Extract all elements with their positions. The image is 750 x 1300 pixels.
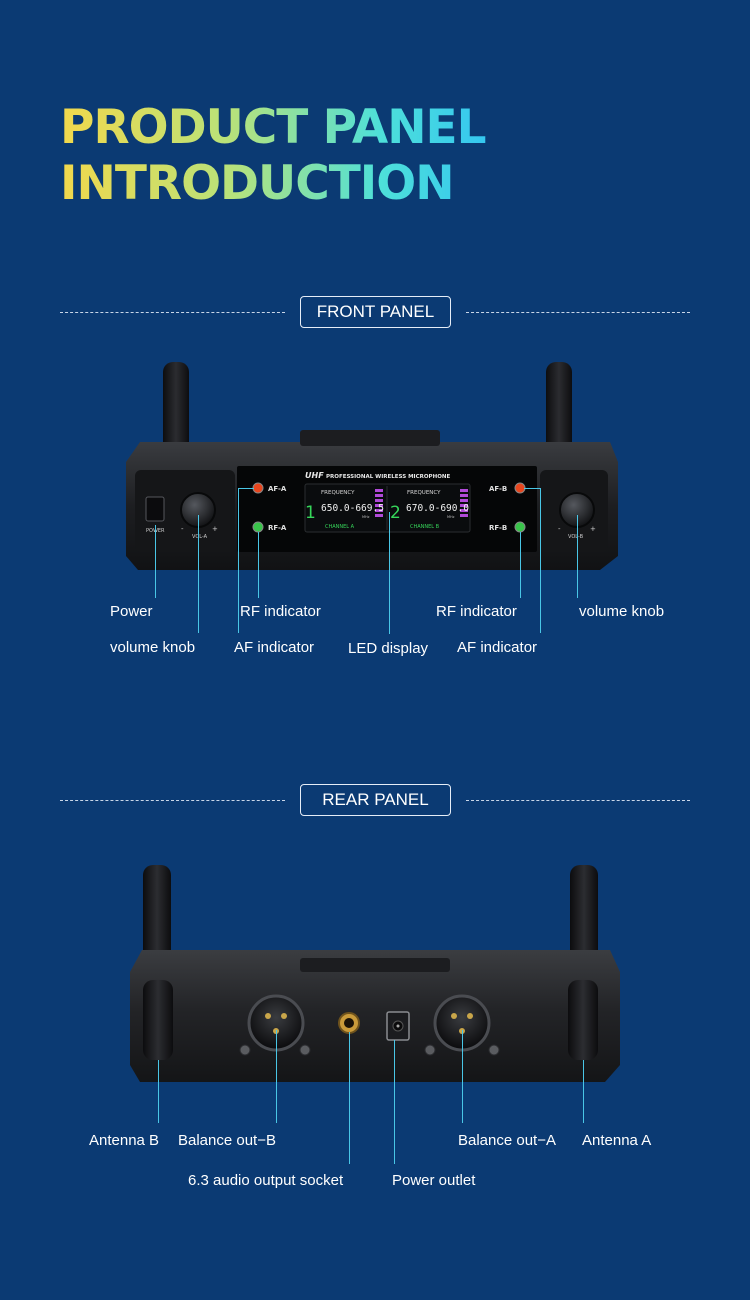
rear-divider-left: [60, 800, 285, 801]
label-audio-socket: 6.3 audio output socket: [188, 1172, 344, 1189]
label-power-outlet: Power outlet: [392, 1172, 476, 1189]
rear-panel-heading: REAR PANEL: [300, 784, 451, 816]
device-channel-2-number: 2: [390, 503, 401, 523]
device-vol-b-minus: -: [558, 525, 561, 533]
label-af-indicator-a: AF indicator: [234, 639, 315, 656]
device-af-a-label: AF-A: [268, 485, 287, 493]
device-channel-1-range: 650.0-669.5: [321, 503, 384, 514]
device-brand-rest: PROFESSIONAL WIRELESS MICROPHONE: [326, 474, 450, 480]
device-mhz-1: MHz: [362, 515, 370, 519]
callout-line-balance-out-a: [462, 1030, 463, 1123]
device-vol-a-label: VOL-A: [192, 534, 208, 540]
device-frequency-label-1: FREQUENCY: [321, 490, 355, 496]
callout-line-audio-socket: [349, 1032, 350, 1164]
device-rf-b-label: RF-B: [489, 524, 507, 532]
label-rf-indicator-b: RF indicator: [436, 603, 517, 620]
antenna-a-rear: [568, 980, 598, 1060]
callout-line-rf-a: [258, 532, 259, 598]
front-divider-left: [60, 312, 285, 313]
device-rf-a-label: RF-A: [268, 524, 287, 532]
label-af-indicator-b: AF indicator: [457, 639, 538, 656]
callout-line-antenna-a: [583, 1060, 584, 1123]
label-power: Power: [110, 603, 153, 620]
front-divider-right: [466, 312, 690, 313]
label-volume-knob-b: volume knob: [579, 603, 665, 620]
callout-line-af-b-h: [524, 488, 540, 489]
front-panel-device: UHF PROFESSIONAL WIRELESS MICROPHONE POW…: [126, 362, 618, 570]
device-frequency-label-2: FREQUENCY: [407, 490, 441, 496]
page-title: PRODUCT PANEL INTRODUCTION: [60, 100, 487, 212]
callout-line-volume-knob-a: [198, 515, 199, 633]
rear-panel-device: [130, 865, 620, 1082]
callout-line-power-outlet: [394, 1040, 395, 1164]
device-channel-2-range: 670.0-690.0: [406, 503, 469, 514]
callout-line-balance-out-b: [276, 1030, 277, 1123]
antenna-right-front: [546, 362, 572, 462]
rf-b-led: [514, 521, 526, 533]
label-led-display: LED display: [348, 640, 429, 657]
device-brand-bold: UHF: [305, 471, 324, 480]
label-antenna-b: Antenna B: [89, 1132, 160, 1149]
label-volume-knob-a: volume knob: [110, 639, 196, 656]
device-vol-a-minus: -: [181, 525, 184, 533]
label-rf-indicator-a: RF indicator: [240, 603, 321, 620]
device-af-b-label: AF-B: [489, 485, 507, 493]
rear-divider-right: [466, 800, 690, 801]
device-vol-b-label: VOL-B: [568, 534, 584, 540]
rf-a-led: [252, 521, 264, 533]
callout-line-af-a-h: [238, 488, 254, 489]
antenna-left-front: [163, 362, 189, 462]
callout-line-antenna-b: [158, 1060, 159, 1123]
device-channel-1-number: 1: [305, 503, 316, 523]
callout-line-rf-b: [520, 532, 521, 598]
label-antenna-a: Antenna A: [582, 1132, 652, 1149]
title-line-1: PRODUCT PANEL: [60, 100, 487, 155]
af-a-led: [252, 482, 264, 494]
label-balance-out-a: Balance out−A: [458, 1132, 556, 1149]
device-channel-a-label: CHANNEL A: [325, 524, 355, 530]
device-channel-b-label: CHANNEL B: [410, 524, 440, 530]
device-mhz-2: MHz: [447, 515, 455, 519]
callout-line-volume-knob-b: [577, 515, 578, 598]
callout-line-af-b-v: [540, 488, 541, 633]
antenna-b-rear: [143, 980, 173, 1060]
label-balance-out-b: Balance out−B: [178, 1132, 276, 1149]
power-button: [145, 496, 165, 522]
callout-line-led-display: [389, 512, 390, 634]
callout-line-af-a-v: [238, 488, 239, 633]
callout-line-power: [155, 525, 156, 598]
front-panel-heading: FRONT PANEL: [300, 296, 451, 328]
device-vol-a-plus: +: [212, 525, 218, 533]
device-vol-b-plus: +: [590, 525, 596, 533]
title-line-2: INTRODUCTION: [60, 156, 486, 212]
